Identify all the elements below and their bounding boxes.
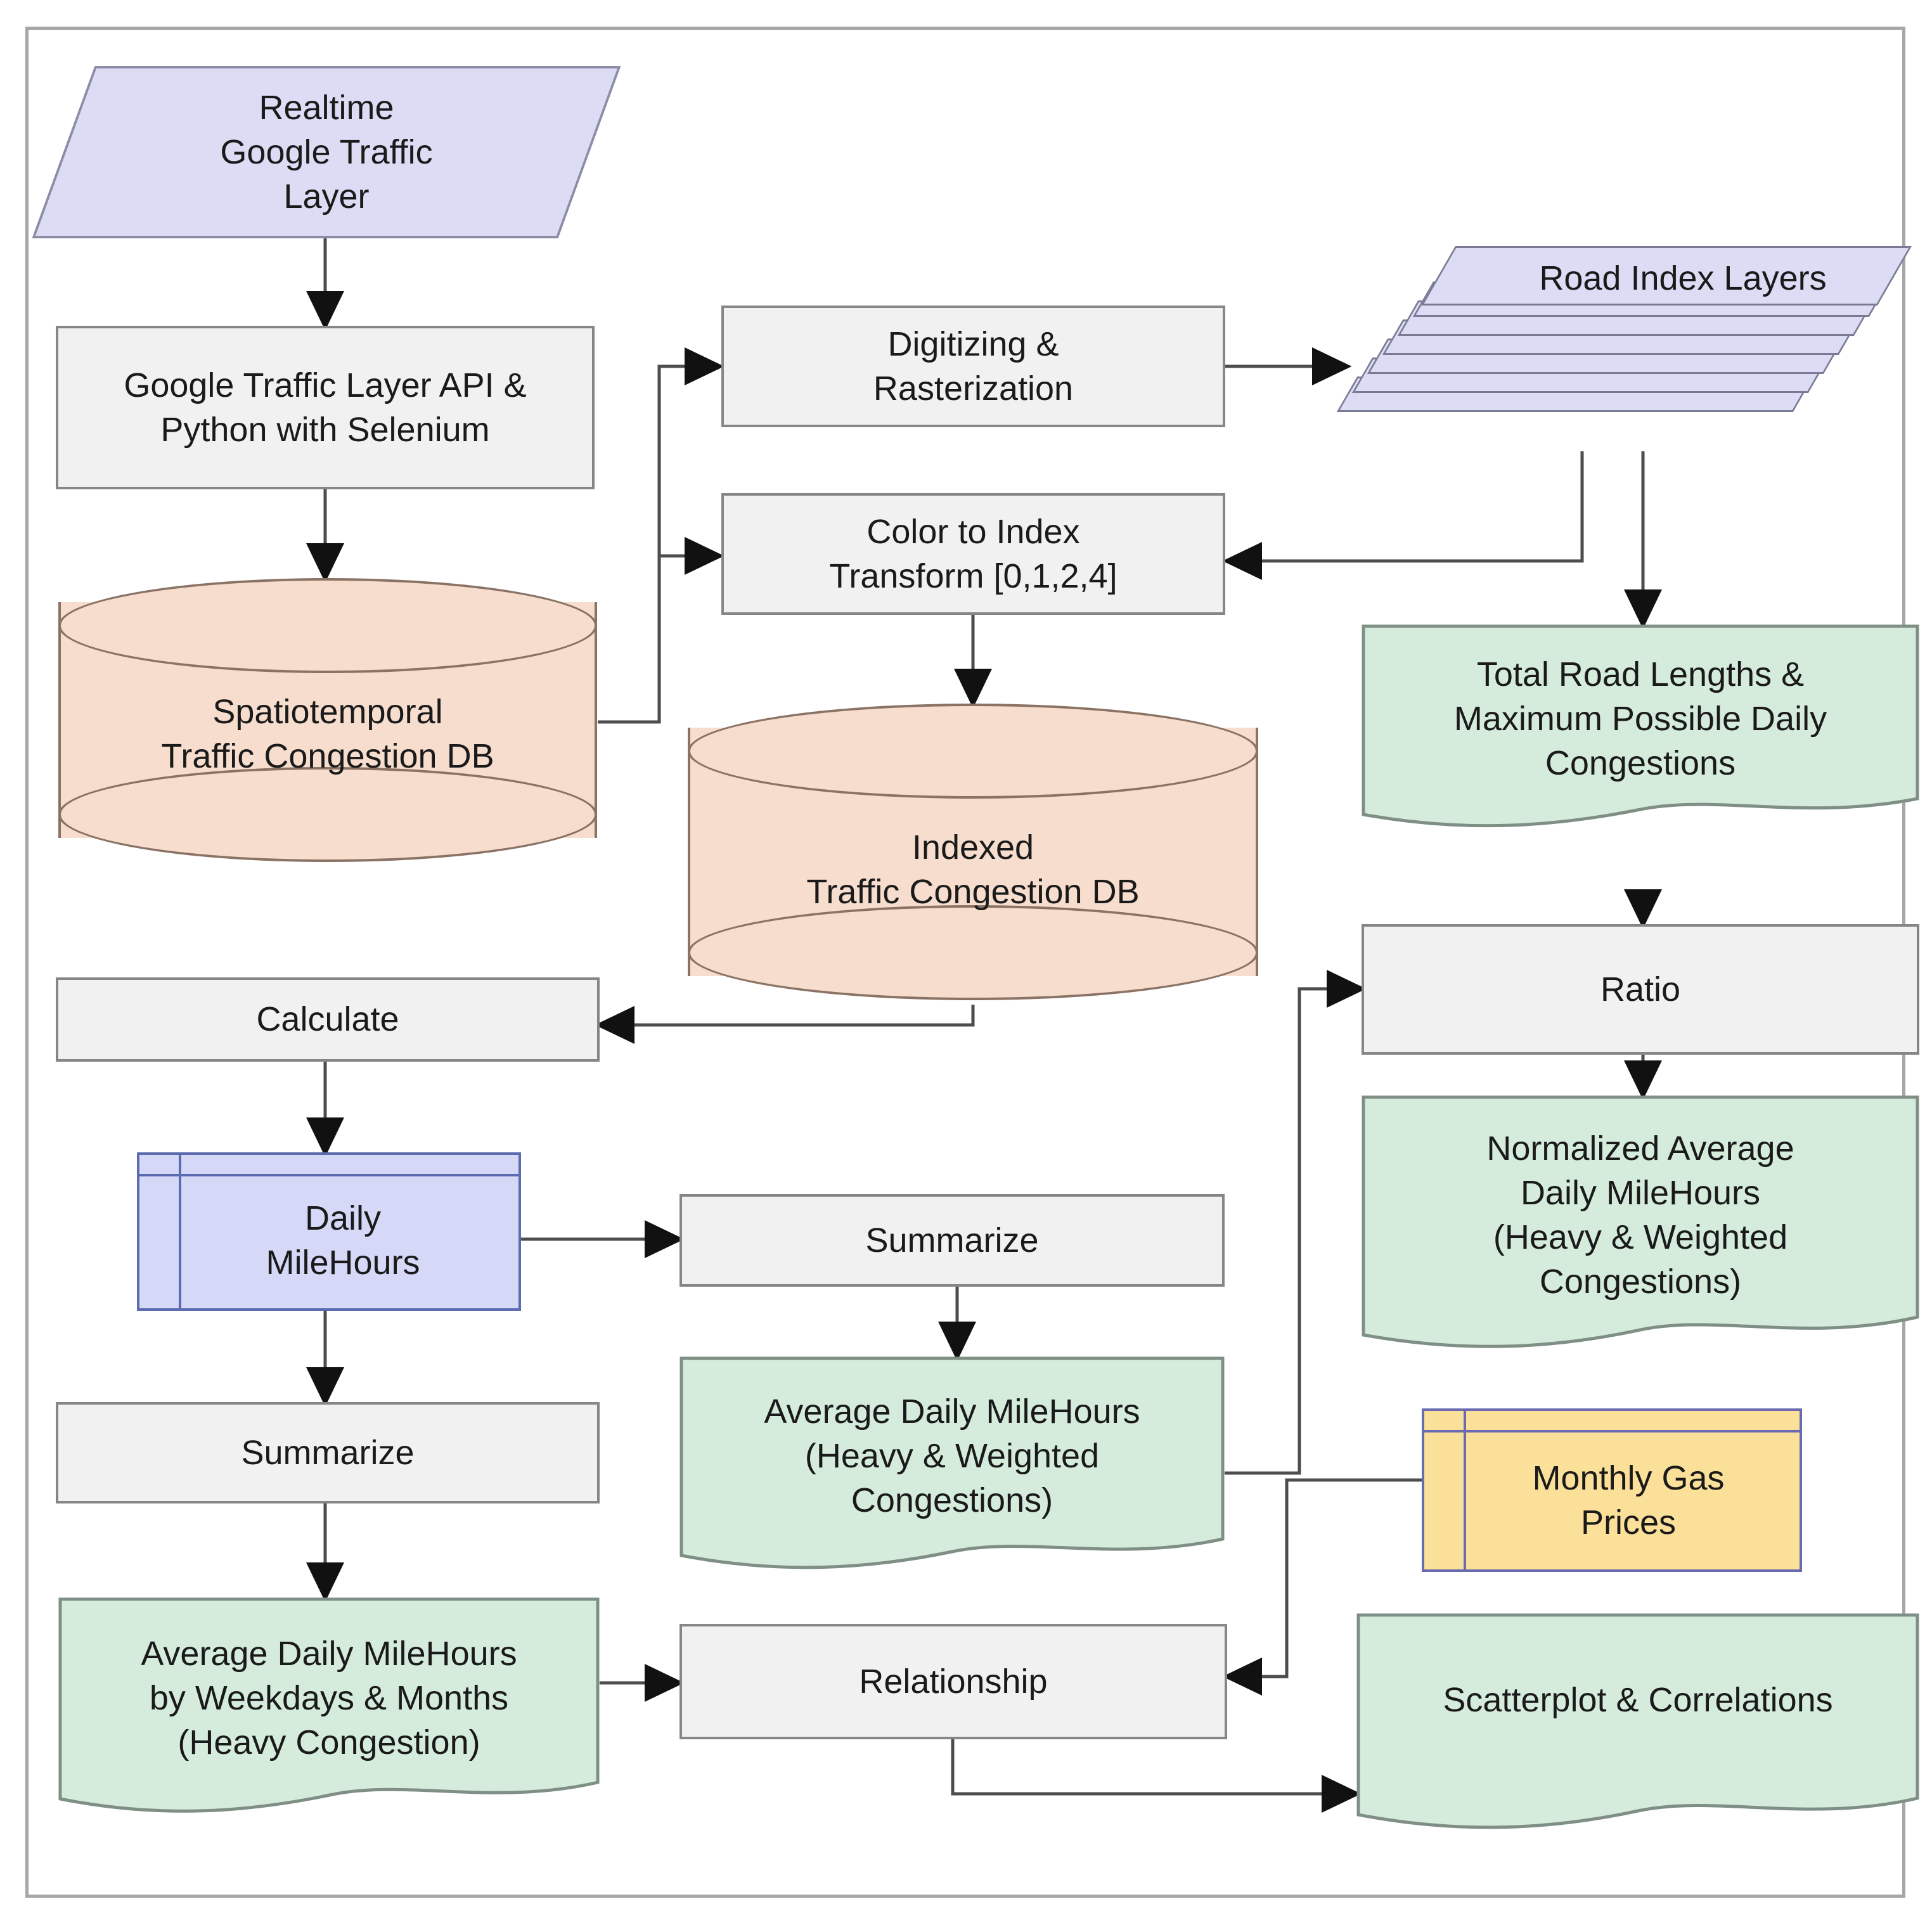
- node-label: Indexed Traffic Congestion DB: [806, 828, 1140, 911]
- cylinder-top: [688, 704, 1258, 799]
- node-label: Road Index Layers: [1539, 259, 1827, 297]
- node-label: Daily MileHours: [266, 1199, 420, 1282]
- table-column-separator: [179, 1155, 181, 1308]
- node-label: Summarize: [865, 1221, 1039, 1259]
- node-label: Average Daily MileHours by Weekdays & Mo…: [141, 1634, 517, 1762]
- node-road-index-layers[interactable]: Road Index Layers: [1336, 246, 1912, 451]
- node-spatiotemporal-db[interactable]: Spatiotemporal Traffic Congestion DB: [58, 578, 597, 862]
- node-average-daily-by-weekdays[interactable]: Average Daily MileHours by Weekdays & Mo…: [58, 1597, 600, 1832]
- node-label: Total Road Lengths & Maximum Possible Da…: [1453, 655, 1827, 783]
- node-summarize-right[interactable]: Summarize: [679, 1194, 1225, 1287]
- node-label: Realtime Google Traffic Layer: [220, 88, 433, 216]
- node-ratio[interactable]: Ratio: [1362, 924, 1919, 1055]
- node-label: Google Traffic Layer API & Python with S…: [124, 366, 527, 449]
- node-calculate[interactable]: Calculate: [56, 977, 600, 1062]
- node-label: Normalized Average Daily MileHours (Heav…: [1486, 1129, 1794, 1301]
- node-digitizing-rasterization[interactable]: Digitizing & Rasterization: [721, 306, 1225, 427]
- document-shape: [679, 1356, 1225, 1569]
- cylinder-bottom: [688, 905, 1258, 1000]
- document-shape: [58, 1597, 600, 1813]
- node-indexed-db[interactable]: Indexed Traffic Congestion DB: [688, 704, 1258, 1000]
- node-label: Digitizing & Rasterization: [873, 325, 1074, 408]
- node-label: Average Daily MileHours (Heavy & Weighte…: [764, 1392, 1140, 1520]
- node-total-road-lengths[interactable]: Total Road Lengths & Maximum Possible Da…: [1362, 624, 1919, 846]
- node-label: Color to Index Transform [0,1,2,4]: [829, 512, 1117, 595]
- cylinder-bottom: [58, 767, 597, 862]
- node-color-to-index-transform[interactable]: Color to Index Transform [0,1,2,4]: [721, 493, 1225, 615]
- document-shape: [1362, 624, 1919, 828]
- document-shape: [1356, 1613, 1919, 1829]
- document-shape: [1362, 1095, 1919, 1348]
- node-label: Monthly Gas Prices: [1532, 1458, 1725, 1542]
- node-google-traffic-layer-api[interactable]: Google Traffic Layer API & Python with S…: [56, 326, 595, 489]
- node-label: Spatiotemporal Traffic Congestion DB: [161, 692, 494, 775]
- table-header-row: [139, 1155, 518, 1176]
- node-label: Ratio: [1600, 970, 1681, 1008]
- node-scatterplot-correlations[interactable]: Scatterplot & Correlations: [1356, 1613, 1919, 1848]
- node-average-daily-milehours[interactable]: Average Daily MileHours (Heavy & Weighte…: [679, 1356, 1225, 1588]
- node-monthly-gas-prices[interactable]: Monthly Gas Prices: [1422, 1408, 1802, 1572]
- node-label: Calculate: [256, 1000, 399, 1039]
- node-label: Summarize: [241, 1433, 415, 1472]
- table-header-row: [1424, 1411, 1800, 1432]
- node-label: Relationship: [859, 1662, 1048, 1701]
- node-label: Scatterplot & Correlations: [1443, 1680, 1833, 1719]
- node-realtime-google-traffic-layer[interactable]: Realtime Google Traffic Layer: [32, 66, 621, 238]
- node-daily-milehours[interactable]: Daily MileHours: [137, 1152, 521, 1311]
- node-relationship[interactable]: Relationship: [679, 1624, 1227, 1739]
- node-normalized-average[interactable]: Normalized Average Daily MileHours (Heav…: [1362, 1095, 1919, 1368]
- cylinder-top: [58, 578, 597, 673]
- node-summarize-left[interactable]: Summarize: [56, 1402, 600, 1503]
- table-column-separator: [1464, 1411, 1466, 1569]
